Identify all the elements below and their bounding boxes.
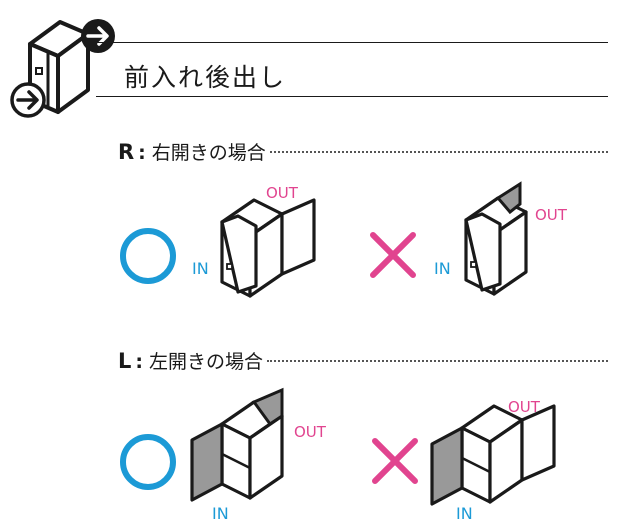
out-label: OUT <box>535 206 567 224</box>
in-label: IN <box>434 259 451 278</box>
section-letter: R <box>118 140 135 164</box>
page-title: 前入れ後出し <box>124 63 287 92</box>
section-heading-left: L : 左開きの場合 <box>118 347 608 374</box>
section-colon: : <box>138 142 146 164</box>
section-label: 右開きの場合 <box>151 142 266 164</box>
out-label: OUT <box>294 423 326 441</box>
ng-cross-icon <box>372 438 418 484</box>
title-rule-bottom <box>96 96 608 97</box>
cabinet-diagram-left-correct <box>190 387 284 502</box>
title-rule-top <box>96 42 608 43</box>
section-label: 左開きの場合 <box>149 351 264 373</box>
cabinet-diagram-left-wrong <box>430 404 556 506</box>
out-label: OUT <box>508 398 540 416</box>
cabinet-diagram-right-wrong <box>464 181 528 296</box>
dotted-leader <box>267 360 608 362</box>
ng-cross-icon <box>370 232 416 278</box>
arrow-out-icon <box>81 19 115 53</box>
in-label: IN <box>192 259 209 278</box>
ok-circle-icon <box>120 228 176 284</box>
ok-circle-icon <box>120 434 176 490</box>
section-letter: L <box>118 349 132 373</box>
section-heading-right: R : 右開きの場合 <box>118 138 608 165</box>
in-label: IN <box>456 504 473 523</box>
section-colon: : <box>135 351 143 373</box>
cabinet-diagram-right-correct <box>220 198 316 298</box>
out-label: OUT <box>266 184 298 202</box>
dotted-leader <box>269 151 608 153</box>
arrow-in-icon <box>10 82 46 118</box>
in-label: IN <box>212 504 229 523</box>
